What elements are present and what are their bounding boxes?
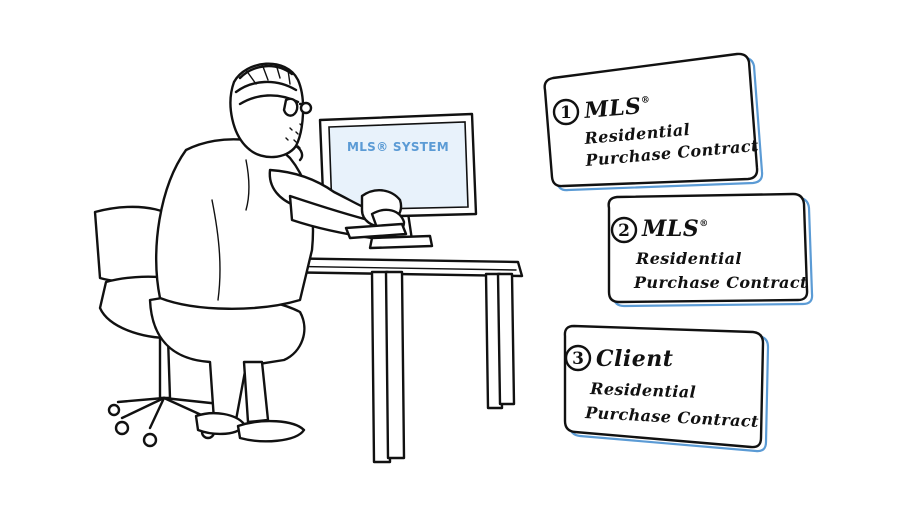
card-3-title: Client [596, 346, 673, 372]
card-2-line-2: Purchase Contract [633, 273, 808, 292]
document-card-2: 2 MLS® Residential Purchase Contract [607, 192, 814, 308]
computer-monitor: MLS® SYSTEM [318, 112, 478, 250]
desk [266, 256, 524, 464]
card-2-line-1: Residential [635, 249, 742, 268]
card-1-title: MLS [582, 93, 642, 124]
card-1-registered-mark: ® [641, 95, 651, 106]
card-3-line-1: Residential [589, 379, 696, 402]
document-card-1: 1 MLS® Residential Purchase Contract [543, 52, 764, 192]
card-2-title: MLS [641, 216, 699, 242]
svg-text:MLS®: MLS® [641, 216, 708, 242]
svg-text:MLS®: MLS® [582, 92, 651, 124]
card-3-number: 3 [572, 349, 584, 369]
monitor-screen-text: MLS® SYSTEM [347, 140, 449, 154]
card-1-number: 1 [560, 103, 572, 123]
document-card-3: 3 Client Residential Purchase Contract [563, 324, 770, 453]
card-2-registered-mark: ® [699, 219, 708, 229]
card-2-number: 2 [618, 221, 630, 241]
person-seated [148, 62, 408, 443]
